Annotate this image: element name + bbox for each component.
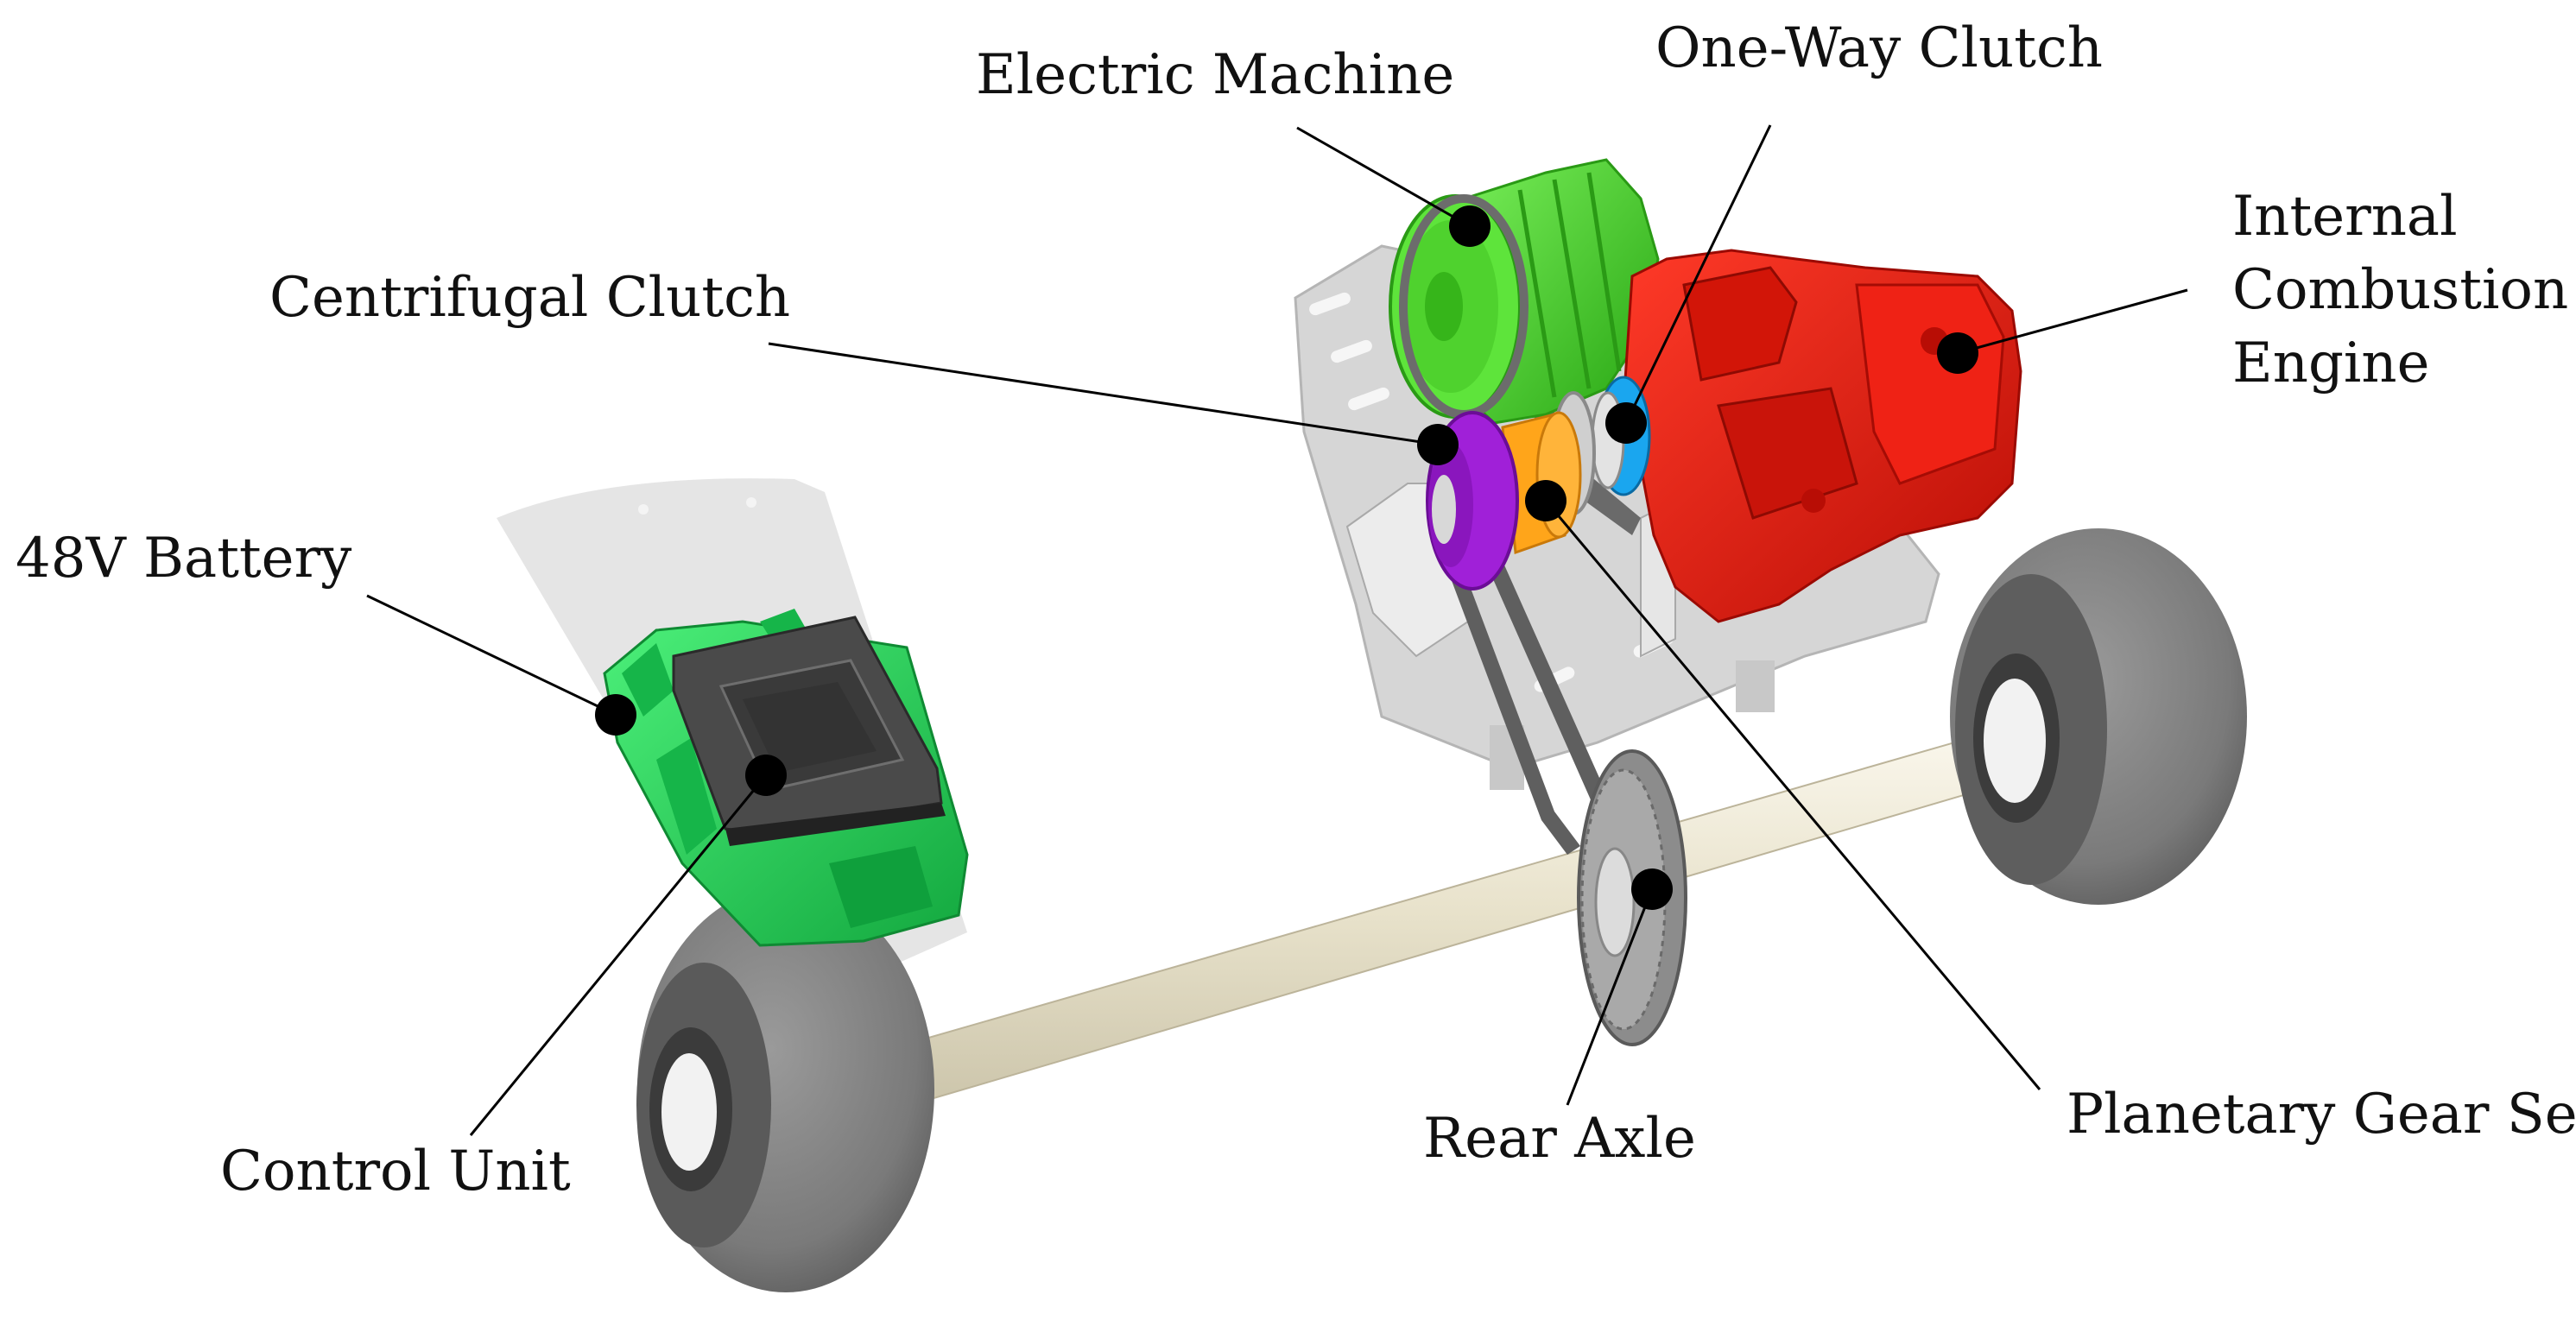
leader-centrifugal-clutch xyxy=(768,342,1439,446)
label-rear-axle: Rear Axle xyxy=(1423,1107,1696,1171)
leader-engine xyxy=(1957,288,2188,355)
label-centrifugal-clutch: Centrifugal Clutch xyxy=(269,266,790,330)
label-electric-machine: Electric Machine xyxy=(976,43,1454,107)
leader-one-way-clutch xyxy=(1624,124,1772,424)
dot-one-way-clutch xyxy=(1605,402,1647,444)
label-planetary-gear-set: Planetary Gear Set xyxy=(2066,1083,2576,1146)
label-48v-battery: 48V Battery xyxy=(16,527,351,591)
leader-battery xyxy=(366,594,617,717)
dot-engine xyxy=(1937,332,1978,374)
label-engine-line-1: Internal xyxy=(2232,185,2458,249)
rear-axle-shaft xyxy=(918,722,2033,1101)
leader-electric-machine xyxy=(1296,126,1471,228)
left-wheel xyxy=(636,887,934,1292)
electric-machine xyxy=(1389,158,1660,425)
label-one-way-clutch: One-Way Clutch xyxy=(1655,16,2103,80)
dot-control-unit xyxy=(745,755,787,796)
dot-electric-machine xyxy=(1449,205,1491,247)
internal-combustion-engine xyxy=(1622,249,2022,623)
dot-battery xyxy=(595,694,636,736)
rear-axle-pulley xyxy=(1577,749,1687,1046)
label-engine-line-2: Combustion xyxy=(2232,258,2568,322)
leader-lines xyxy=(366,124,2188,1136)
leader-planetary-gear-set xyxy=(1544,500,2041,1090)
dot-planetary-gear-set xyxy=(1525,480,1566,521)
right-wheel xyxy=(1950,528,2247,905)
label-control-unit: Control Unit xyxy=(220,1140,571,1203)
dot-centrifugal-clutch xyxy=(1417,424,1459,465)
leader-rear-axle xyxy=(1566,888,1654,1106)
dot-rear-axle xyxy=(1631,868,1673,910)
label-dots xyxy=(595,205,1978,910)
label-engine-line-3: Engine xyxy=(2232,332,2429,395)
labels: Electric Machine One-Way Clutch Internal… xyxy=(16,16,2576,1203)
leader-control-unit xyxy=(469,774,768,1136)
